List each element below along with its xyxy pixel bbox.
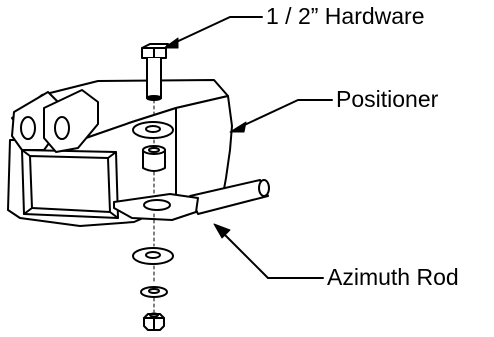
- leader-hardware: [163, 16, 263, 49]
- azimuth-rod-callout-label: Azimuth Rod: [327, 264, 459, 290]
- washer-bottom: [132, 247, 174, 265]
- lock-washer: [140, 286, 168, 298]
- positioner-bracket: [7, 79, 233, 227]
- positioner-callout-label: Positioner: [336, 86, 439, 112]
- azimuth-rod: [113, 179, 270, 221]
- bolt: [141, 43, 169, 101]
- hardware-callout-label: 1 / 2” Hardware: [266, 3, 425, 29]
- nut: [143, 312, 165, 331]
- spacer: [142, 145, 166, 172]
- leader-azimuth-rod: [213, 223, 324, 279]
- washer-top: [132, 121, 174, 139]
- leader-positioner: [229, 99, 333, 133]
